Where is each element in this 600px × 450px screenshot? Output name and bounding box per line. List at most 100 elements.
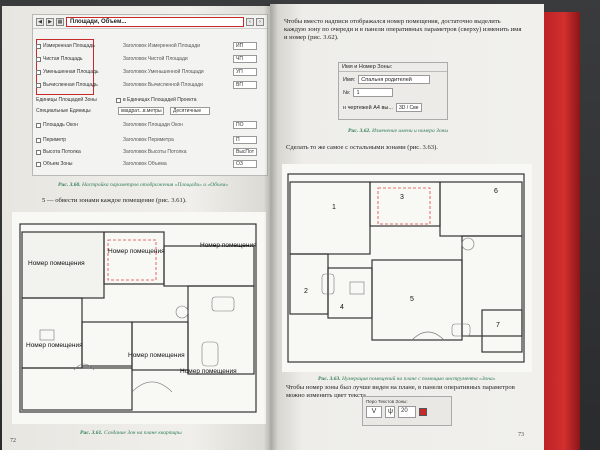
pen-number-input[interactable]: 20 (398, 406, 416, 418)
highlight-box (36, 39, 94, 95)
zone-number: 4 (340, 304, 344, 311)
panel-title: Перо Текстов Зоны: (366, 399, 408, 404)
row-label: Вычисленная Площадь (43, 82, 98, 88)
left-page: ◀ ▶ ▦ Площади, Объем... ‹ › Измеренная П… (2, 6, 272, 450)
figure-caption: Рис. 3.62. Изменение имени и номера Зоны (348, 128, 449, 134)
row-value-field[interactable]: ВысПот (233, 148, 257, 156)
panel-title-field[interactable]: Площади, Объем... (66, 16, 244, 27)
area-row: Измеренная Площадь Заголовок Измеренной … (36, 41, 264, 51)
checkbox[interactable] (36, 161, 41, 167)
units-radio[interactable] (116, 97, 121, 103)
special-units-label: Специальные Единицы (36, 108, 91, 114)
name-label: Имя: (343, 76, 356, 83)
row-header: Заголовок Высоты Потолка (123, 149, 187, 155)
area-row: Вычисленная Площадь Заголовок Вычисленно… (36, 80, 264, 90)
decimals-select[interactable]: Десятичные (170, 107, 210, 115)
zone-text-pen-panel: Перо Текстов Зоны: V ψ 20 (362, 396, 452, 426)
area-settings-dialog: ◀ ▶ ▦ Площади, Объем... ‹ › Измеренная П… (32, 14, 268, 176)
forward-icon[interactable]: ▶ (46, 17, 54, 26)
units-sub-label: в Единицах Площадей Проекта (123, 97, 197, 103)
row-header: Заголовок Чистой Площади (123, 56, 188, 62)
units-select[interactable]: квадрат...в.метры (118, 107, 164, 115)
color-swatch[interactable] (419, 408, 427, 416)
zone-label: Номер помещения (26, 342, 83, 349)
row-label: Чистая Площадь (43, 56, 83, 62)
row-label: Измеренная Площадь (43, 43, 95, 49)
row-value-field[interactable]: П (233, 136, 257, 144)
book-cover-edge (540, 12, 580, 450)
units-label: Единицы Площадей Зоны (36, 97, 97, 103)
zone-label: Номер помещения (200, 242, 257, 249)
row-value-field[interactable]: ПО (233, 121, 257, 129)
number-label: №: (343, 89, 351, 96)
chevron-right-icon[interactable]: › (256, 17, 264, 26)
zone-label: Номер помещения (28, 260, 85, 267)
row-value-field[interactable]: ВП (233, 81, 257, 89)
dialog-title: Имя и Номер Зоны: (339, 63, 447, 72)
checkbox[interactable] (36, 82, 41, 88)
figure-caption: Рис. 3.63. Нумерация помещений на плане … (318, 376, 496, 382)
zone-number: 1 (332, 204, 336, 211)
text-tool-icon[interactable]: V (366, 406, 382, 418)
chevron-left-icon[interactable]: ‹ (246, 17, 254, 26)
zone-number: 3 (400, 194, 404, 201)
area-row: Объем Зоны Заголовок Объема ОЗ (36, 159, 264, 169)
name-row: Имя: Спальня родителей (343, 75, 431, 84)
checkbox[interactable] (36, 137, 41, 143)
area-row: Площадь Окон Заголовок Площади Окон ПО (36, 120, 264, 130)
row-label: Высота Потолка (43, 149, 81, 155)
row-value-field[interactable]: УП (233, 68, 257, 76)
floor-plan-zones: Номер помещения Номер помещения Номер по… (12, 212, 266, 424)
book-gutter-shadow (264, 4, 278, 450)
row-header: Заголовок Измеренной Площади (123, 43, 201, 49)
zone-number: 6 (494, 188, 498, 195)
area-row: Уменьшенная Площадь Заголовок Уменьшенно… (36, 67, 264, 77)
checkbox[interactable] (36, 43, 41, 49)
zone-number: 2 (304, 288, 308, 295)
row-value-field[interactable]: ИП (233, 42, 257, 50)
area-row: Чистая Площадь Заголовок Чистой Площади … (36, 54, 264, 64)
area-row: Высота Потолка Заголовок Высоты Потолка … (36, 147, 264, 157)
number-row: №: 1 (343, 88, 394, 97)
floor-plan-numbered: 1 2 3 4 5 6 7 (282, 164, 532, 372)
floor-plan-drawing (282, 164, 532, 372)
body-paragraph: Чтобы номер зоны был лучше виден на план… (286, 384, 515, 400)
row-header: Заголовок Уменьшенной Площади (123, 69, 204, 75)
row-value-field[interactable]: ЧП (233, 55, 257, 63)
zone-label: Номер помещения (108, 248, 165, 255)
view-3d-button[interactable]: 3D / Све (395, 103, 422, 112)
checkbox[interactable] (36, 56, 41, 62)
checkbox[interactable] (36, 149, 41, 155)
row-header: Заголовок Объема (123, 161, 167, 167)
row-value-field[interactable]: ОЗ (233, 160, 257, 168)
body-paragraph: Чтобы вместо надписи отображался номер п… (284, 18, 522, 42)
row-header: Заголовок Периметра (123, 137, 174, 143)
row-label: Уменьшенная Площадь (43, 69, 99, 75)
footer-row: н чертежей A4 вы... 3D / Све (343, 103, 422, 112)
row-header: Заголовок Площади Окон (123, 122, 183, 128)
right-page: Чтобы вместо надписи отображался номер п… (270, 4, 544, 450)
checkbox[interactable] (36, 122, 41, 128)
back-icon[interactable]: ◀ (36, 17, 44, 26)
pen-icon[interactable]: ψ (385, 406, 395, 418)
zone-number: 5 (410, 296, 414, 303)
figure-caption: Рис. 3.61. Создание Зон на плане квартир… (80, 430, 182, 436)
checkbox[interactable] (36, 69, 41, 75)
row-label: Площадь Окон (43, 122, 78, 128)
row-header: Заголовок Вычисленной Площади (123, 82, 203, 88)
footer-label: н чертежей A4 вы... (343, 104, 393, 111)
special-units-row: Специальные Единицы квадрат...в.метры Де… (36, 106, 264, 116)
units-row: Единицы Площадей Зоны в Единицах Площаде… (36, 95, 264, 105)
floor-plan-drawing (12, 212, 266, 424)
row-label: Периметр (43, 137, 67, 143)
zone-name-dialog: Имя и Номер Зоны: Имя: Спальня родителей… (338, 62, 448, 120)
number-input[interactable]: 1 (353, 88, 394, 97)
body-paragraph: 5 — обвести зонами каждое помещение (рис… (42, 197, 187, 204)
area-row: Периметр Заголовок Периметра П (36, 135, 264, 145)
grid-icon[interactable]: ▦ (56, 17, 64, 26)
page-number: 72 (10, 438, 16, 444)
dialog-toolbar: ◀ ▶ ▦ Площади, Объем... ‹ › (33, 15, 267, 29)
figure-caption: Рис. 3.60. Настройка параметров отображе… (58, 182, 229, 188)
name-input[interactable]: Спальня родителей (358, 75, 431, 84)
zone-label: Номер помещения (128, 352, 185, 359)
